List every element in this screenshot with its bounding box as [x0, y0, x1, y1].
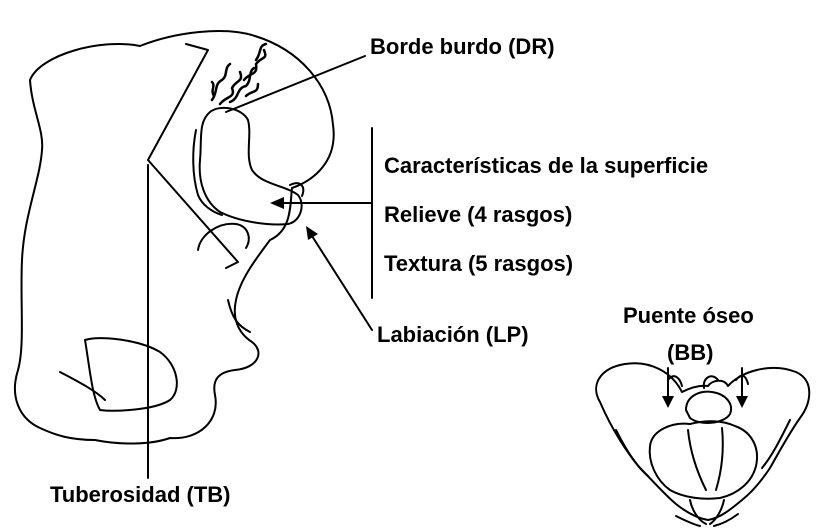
relieve-arrowhead: [270, 197, 284, 209]
borde-burdo-label: Borde burdo (DR): [370, 34, 555, 59]
puente-oseo-label: Puente óseo: [623, 303, 754, 328]
tuberosidad-label: Tuberosidad (TB): [50, 482, 231, 507]
surface-characteristics-label: Características de la superficie: [384, 153, 709, 178]
puente-oseo-arrows: [662, 367, 748, 408]
pelvis-anterior-view: [595, 362, 811, 527]
rough-border-squiggles: [210, 42, 268, 106]
os-coxae-outline: [14, 30, 335, 445]
labiacion-arrowhead: [306, 226, 318, 240]
labiacion-arrow-shaft: [311, 235, 373, 331]
textura-label: Textura (5 rasgos): [384, 251, 574, 276]
relieve-label: Relieve (4 rasgos): [384, 202, 573, 227]
auricular-surface: [192, 106, 305, 226]
auricular-bracket: [147, 43, 239, 269]
borde-burdo-leader: [225, 55, 366, 113]
puente-oseo-code-label: (BB): [667, 340, 714, 365]
labiacion-label: Labiación (LP): [377, 322, 529, 347]
